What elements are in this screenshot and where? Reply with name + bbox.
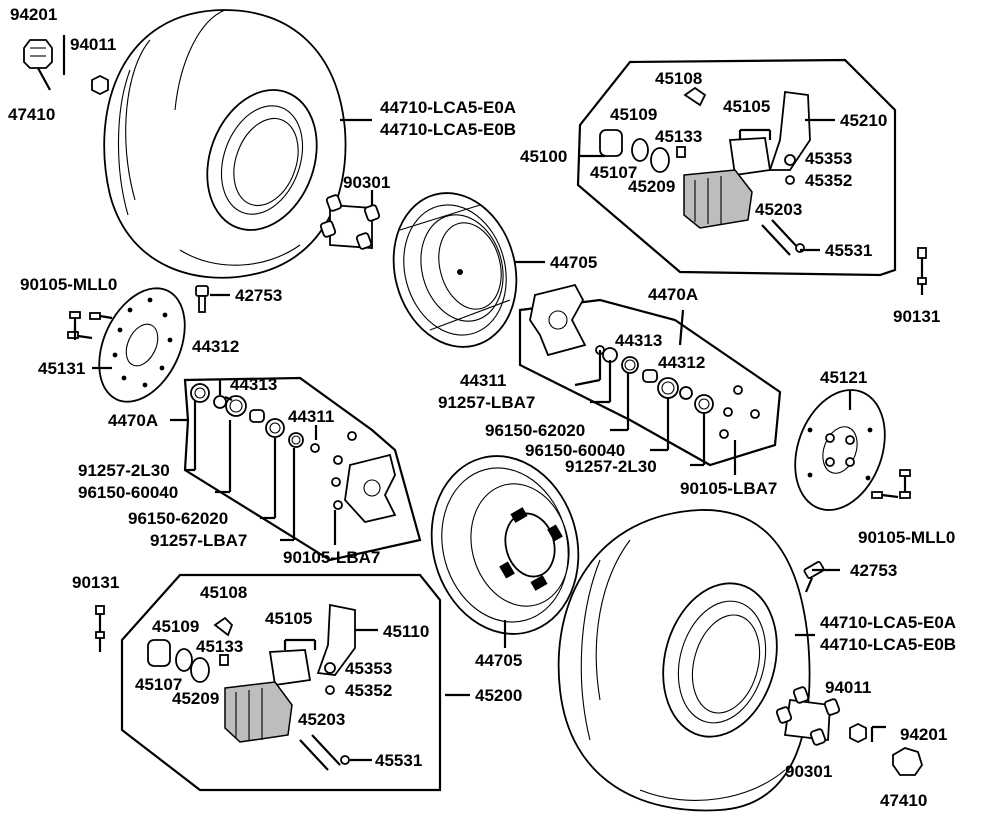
label-90131-right: 90131 (893, 307, 940, 326)
label-44312-right: 44312 (658, 353, 705, 372)
rim-bottom (430, 455, 580, 635)
hub-cap-top-left (23, 35, 109, 96)
label-42753-bottom: 42753 (850, 561, 897, 580)
label-91257-2l30-right: 91257-2L30 (565, 457, 657, 476)
brake-disc-left (98, 287, 186, 403)
bolt-90131-left (95, 605, 105, 652)
caliper-box-top (576, 58, 897, 277)
label-44311-right: 44311 (460, 371, 506, 390)
label-44313-right: 44313 (615, 331, 662, 350)
label-91257-lba7-right: 91257-LBA7 (438, 393, 535, 412)
bolt-90131-right (917, 247, 927, 295)
label-90105-lba7-right: 90105-LBA7 (680, 479, 777, 498)
label-44710b-bottom: 44710-LCA5-E0B (820, 635, 956, 654)
label-44705-top: 44705 (550, 253, 597, 272)
label-45109-top: 45109 (610, 105, 657, 124)
label-44710a-top: 44710-LCA5-E0A (380, 98, 516, 117)
label-45352-top: 45352 (805, 171, 852, 190)
label-45352-bottom: 45352 (345, 681, 392, 700)
label-94011-top: 94011 (70, 35, 116, 54)
label-4470a-right: 4470A (648, 285, 698, 304)
label-44311-left: 44311 (288, 407, 334, 426)
label-96150-60040-right: 96150-60040 (525, 441, 625, 460)
hub-assembly-box-left (183, 376, 422, 562)
leader-lines (37, 67, 852, 762)
valve-stem-top (195, 285, 209, 313)
label-90105-lba7-left: 90105-LBA7 (283, 548, 380, 567)
label-45121: 45121 (820, 368, 867, 387)
label-47410-top: 47410 (8, 105, 55, 124)
label-45209-top: 45209 (628, 177, 675, 196)
label-94201-top: 94201 (10, 5, 57, 24)
label-45105-top: 45105 (723, 97, 770, 116)
label-90131-left: 90131 (72, 573, 119, 592)
hub-cap-bottom-right (849, 722, 923, 776)
label-45107-top: 45107 (590, 163, 637, 182)
part-labels: 94201 94011 47410 44710-LCA5-E0A 44710-L… (8, 5, 956, 810)
label-45133-bottom: 45133 (196, 637, 243, 656)
spacer-bolts-top (319, 190, 381, 250)
label-44710b-top: 44710-LCA5-E0B (380, 120, 516, 139)
rim-top (392, 192, 518, 348)
tire-rear-right (557, 509, 811, 812)
label-91257-2l30-left: 91257-2L30 (78, 461, 170, 480)
label-45200: 45200 (475, 686, 522, 705)
label-45531-top: 45531 (825, 241, 872, 260)
label-45109-bottom: 45109 (152, 617, 199, 636)
tire-front-left (103, 9, 347, 279)
label-45353-bottom: 45353 (345, 659, 392, 678)
label-45209-bottom: 45209 (172, 689, 219, 708)
label-45108-bottom: 45108 (200, 583, 247, 602)
label-44705-bottom: 44705 (475, 651, 522, 670)
label-90301-top: 90301 (343, 173, 390, 192)
label-94011-bottom: 94011 (825, 678, 871, 697)
caliper-box-bottom (120, 573, 442, 792)
label-96150-60040-left: 96150-60040 (78, 483, 178, 502)
label-90301-bottom: 90301 (785, 762, 832, 781)
label-96150-62020-right: 96150-62020 (485, 421, 585, 440)
label-90105-mll0-left: 90105-MLL0 (20, 275, 117, 294)
label-45531-bottom: 45531 (375, 751, 422, 770)
spacer-bolts-bottom (775, 686, 841, 746)
brake-disc-right (794, 389, 886, 511)
valve-stem-bottom (803, 561, 825, 593)
hub-assembly-box-right (518, 283, 782, 467)
bolts-mll0-right (871, 469, 911, 499)
label-45100: 45100 (520, 147, 567, 166)
label-45203-top: 45203 (755, 200, 802, 219)
label-45108-top: 45108 (655, 69, 702, 88)
label-42753-top: 42753 (235, 286, 282, 305)
label-45133-top: 45133 (655, 127, 702, 146)
label-45105-bottom: 45105 (265, 609, 312, 628)
label-44313-left: 44313 (230, 375, 277, 394)
label-44710a-bottom: 44710-LCA5-E0A (820, 613, 956, 632)
label-45107-bottom: 45107 (135, 675, 182, 694)
label-96150-62020-left: 96150-62020 (128, 509, 228, 528)
label-4470a-left: 4470A (108, 411, 158, 430)
label-44312-left: 44312 (192, 337, 239, 356)
label-45353-top: 45353 (805, 149, 852, 168)
label-47410-bottom: 47410 (880, 791, 927, 810)
label-90105-mll0-right: 90105-MLL0 (858, 528, 955, 547)
label-45110: 45110 (383, 622, 429, 641)
label-91257-lba7-left: 91257-LBA7 (150, 531, 247, 550)
label-45203-bottom: 45203 (298, 710, 345, 729)
label-45131: 45131 (38, 359, 85, 378)
label-94201-bottom: 94201 (900, 725, 947, 744)
label-45210: 45210 (840, 111, 887, 130)
